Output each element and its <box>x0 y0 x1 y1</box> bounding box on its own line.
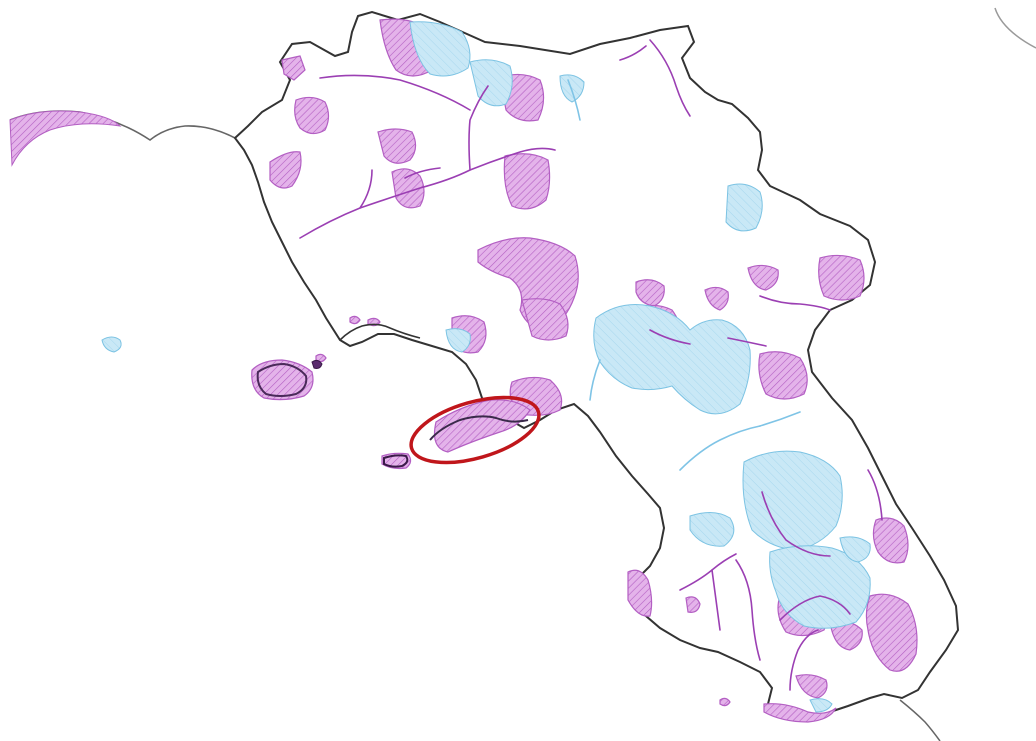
area-cilento-south-a <box>865 593 918 672</box>
area-amalfi-coast <box>433 399 531 453</box>
river-cilento-b <box>761 491 831 557</box>
rivers-purple <box>299 39 883 691</box>
river-cilento-a <box>735 559 761 661</box>
procida-outline <box>311 359 323 369</box>
highlight-ellipse[interactable] <box>404 385 546 475</box>
area-daunia <box>818 254 865 301</box>
area-cervialto <box>704 286 729 311</box>
area-south-coast <box>763 703 837 723</box>
sorrento-shoreline <box>429 415 529 441</box>
blue-matese <box>409 21 471 77</box>
area-small-c <box>349 315 361 325</box>
blue-alburni <box>742 450 843 551</box>
neighbour-arc <box>994 7 1036 49</box>
area-sannio <box>503 153 551 210</box>
blue-vesuvio <box>445 328 471 353</box>
area-avellino-east <box>747 264 779 291</box>
blue-upper-volturno <box>469 59 513 107</box>
blue-sele-b <box>839 536 871 563</box>
blue-tammaro <box>725 183 763 232</box>
area-policastro <box>795 674 828 699</box>
area-picentini-west <box>521 298 569 341</box>
river-calore <box>468 85 489 171</box>
river-ofanto <box>759 295 831 311</box>
river-sabato <box>404 167 441 179</box>
ischia-outline <box>256 362 308 397</box>
river-north-b <box>619 45 647 61</box>
river-blue-alburni <box>759 411 801 427</box>
river-blue-sele <box>679 425 761 471</box>
area-aurunci <box>269 151 302 189</box>
area-ischia <box>251 359 314 401</box>
area-roccamonfina <box>294 96 330 135</box>
river-cilento-c <box>779 595 851 621</box>
area-taburno-north <box>377 128 417 164</box>
blue-capri <box>101 336 122 353</box>
lazio-protected-area <box>9 110 122 167</box>
river-blue-volturno <box>567 79 581 121</box>
area-bussento <box>872 517 909 564</box>
area-matese-west <box>281 55 306 81</box>
river-volturno-branch <box>359 169 373 209</box>
area-alburni <box>758 351 808 400</box>
area-cilento-west <box>627 569 653 617</box>
river-garigliano <box>319 74 471 111</box>
blue-south <box>809 698 833 713</box>
southern-coastline <box>899 699 941 741</box>
area-taburno <box>391 168 425 209</box>
river-calore-lucano <box>649 329 691 345</box>
blue-picentini <box>593 304 751 415</box>
area-ofanto-a <box>635 279 665 307</box>
river-picentini <box>727 337 767 347</box>
gulf-shoreline <box>339 323 421 341</box>
river-tanagro <box>711 569 721 631</box>
rivers-blue <box>567 79 801 471</box>
blue-sele-a <box>689 512 735 547</box>
area-small-d <box>719 697 731 707</box>
river-north-a <box>649 39 691 117</box>
capri-outline <box>383 454 409 468</box>
river-bussento <box>867 469 883 521</box>
river-blue-tusciano <box>589 359 601 401</box>
river-alento <box>789 629 819 691</box>
area-cilento-sw <box>685 596 701 613</box>
river-volturno <box>299 147 556 239</box>
